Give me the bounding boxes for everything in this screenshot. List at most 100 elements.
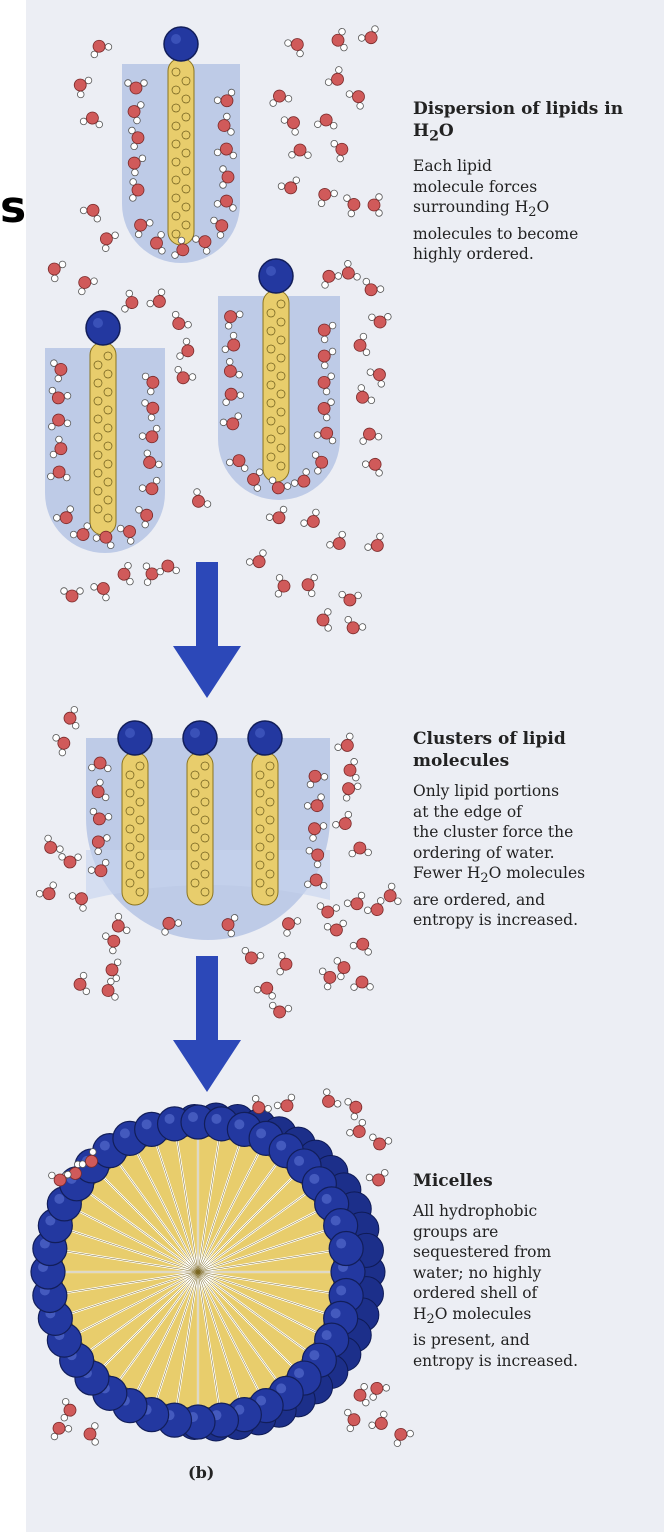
water-molecule — [319, 965, 340, 991]
water-molecule — [117, 562, 134, 586]
water-molecule — [343, 758, 360, 782]
water-molecule — [349, 934, 375, 956]
lipid-molecule — [86, 311, 120, 535]
water-molecule — [367, 1133, 392, 1152]
water-molecule — [105, 958, 121, 982]
water-molecule — [79, 199, 106, 223]
lipid-molecule — [118, 721, 152, 905]
water-molecule — [331, 810, 358, 835]
polar-head — [329, 1232, 363, 1266]
lipid-molecule — [183, 721, 217, 905]
water-molecule — [95, 226, 120, 253]
water-molecule — [277, 952, 294, 976]
water-molecule — [170, 365, 197, 388]
water-molecule — [361, 453, 388, 477]
water-molecule — [324, 65, 349, 92]
water-molecule — [363, 532, 389, 558]
lipid-head — [183, 721, 217, 755]
water-molecule — [380, 882, 402, 908]
water-molecule — [358, 277, 385, 300]
water-molecule — [253, 978, 279, 1000]
lipid-head — [259, 259, 293, 293]
water-molecule — [72, 271, 99, 296]
water-molecule — [146, 288, 172, 314]
water-molecule — [239, 947, 265, 968]
water-molecule — [187, 487, 213, 513]
water-molecule — [72, 972, 90, 997]
caption-clusters-title: Clusters of lipid molecules — [413, 728, 661, 772]
lipid-molecule — [248, 721, 282, 905]
water-molecule — [46, 1418, 73, 1441]
water-molecule — [353, 1383, 370, 1407]
caption-micelles: Micelles All hydrophobicgroups areseques… — [413, 1170, 661, 1371]
water-molecule — [312, 183, 339, 208]
water-molecule — [267, 87, 293, 107]
water-molecule — [267, 1002, 292, 1020]
water-molecule — [277, 176, 303, 198]
water-molecule — [156, 559, 180, 575]
water-molecule — [299, 508, 325, 534]
water-molecule — [143, 562, 159, 586]
water-molecule — [351, 976, 374, 991]
caption-dispersion: Dispersion of lipids in H2O Each lipidmo… — [413, 98, 661, 265]
lipid-molecule — [259, 259, 293, 482]
water-molecule — [265, 505, 292, 528]
water-molecule — [357, 24, 384, 48]
water-molecule — [344, 1408, 362, 1433]
water-molecule — [330, 137, 352, 163]
water-molecule — [325, 530, 352, 555]
water-molecule — [333, 732, 359, 758]
water-molecule — [365, 1169, 391, 1189]
micelle — [31, 1103, 385, 1441]
water-molecule — [101, 928, 124, 955]
caption-micelles-text: All hydrophobicgroups aresequestered fro… — [413, 1201, 661, 1371]
water-molecule — [368, 313, 391, 328]
water-molecule — [176, 337, 198, 363]
water-molecule — [317, 609, 332, 632]
water-molecule — [107, 912, 131, 939]
water-molecule — [368, 194, 382, 217]
water-molecule — [245, 548, 272, 572]
caption-clusters: Clusters of lipid molecules Only lipid p… — [413, 728, 661, 931]
water-molecule — [316, 1087, 342, 1113]
water-molecule — [314, 113, 338, 129]
water-molecule — [63, 706, 79, 730]
water-molecule — [340, 615, 367, 638]
water-molecule — [61, 588, 84, 602]
water-molecule — [351, 383, 376, 410]
water-molecule — [61, 1398, 77, 1422]
caption-micelles-title: Micelles — [413, 1170, 661, 1192]
lipid-head — [86, 311, 120, 345]
lipid-head — [248, 721, 282, 755]
water-molecule — [364, 1377, 391, 1402]
water-molecule — [345, 84, 371, 110]
water-molecule — [331, 28, 348, 52]
down-arrow — [173, 956, 241, 1092]
water-molecule — [343, 192, 363, 218]
water-molecule — [357, 425, 383, 445]
caption-dispersion-text: Each lipidmolecule forcessurrounding H2O… — [413, 156, 661, 265]
water-molecule — [86, 36, 113, 59]
water-molecule — [366, 362, 392, 388]
caption-dispersion-title: Dispersion of lipids in H2O — [413, 98, 661, 147]
water-molecule — [324, 919, 349, 938]
water-molecule — [336, 776, 362, 802]
water-molecule — [338, 591, 361, 606]
water-molecule — [166, 310, 193, 335]
water-molecule — [352, 333, 370, 358]
water-molecule — [367, 1410, 393, 1436]
lipid-head — [118, 721, 152, 755]
water-molecule — [89, 576, 115, 602]
water-molecule — [289, 144, 312, 159]
water-molecule — [84, 1423, 99, 1446]
water-molecule — [280, 110, 306, 136]
lipid-head — [164, 27, 198, 61]
water-molecule — [316, 265, 343, 289]
water-molecule — [337, 259, 362, 286]
panel-label: (b) — [188, 1463, 214, 1482]
down-arrow — [173, 562, 241, 698]
water-molecule — [121, 289, 141, 315]
water-molecule — [300, 573, 318, 598]
water-molecule — [275, 574, 291, 598]
